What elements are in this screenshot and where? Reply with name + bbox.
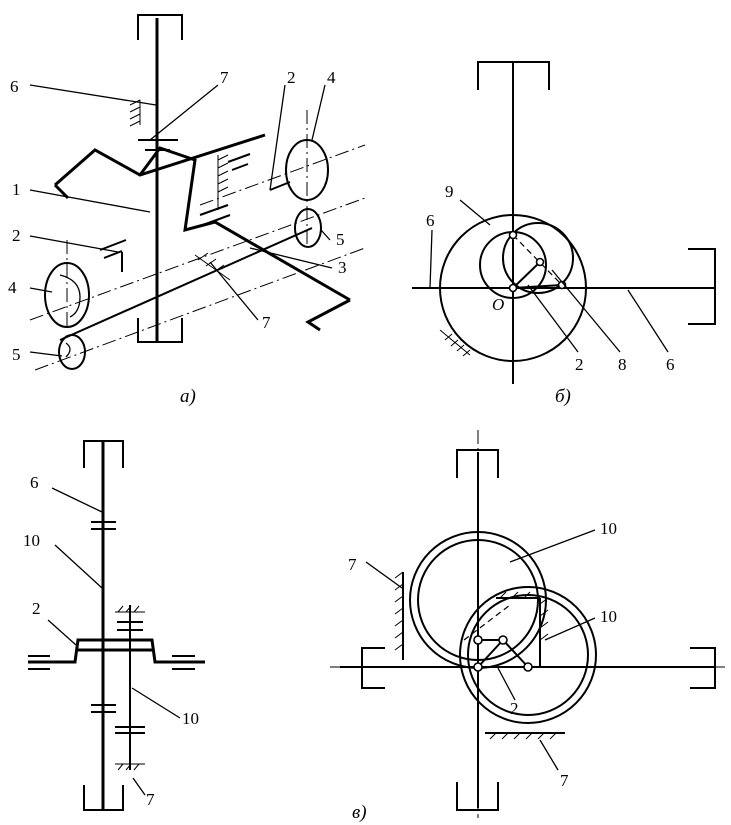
gear-5-right bbox=[294, 208, 322, 248]
bearing-lower bbox=[194, 252, 231, 281]
label-5-right: 5 bbox=[336, 230, 345, 249]
label-2-left: 2 bbox=[12, 226, 21, 245]
label-1: 1 bbox=[12, 180, 21, 199]
label-4-left: 4 bbox=[8, 278, 17, 297]
label-2: 2 bbox=[575, 355, 584, 374]
label-4-top: 4 bbox=[327, 68, 336, 87]
label-6: 6 bbox=[30, 473, 39, 492]
ring-10-lower bbox=[459, 586, 597, 724]
bearing-middle bbox=[199, 154, 231, 226]
label-6-left: 6 bbox=[426, 211, 435, 230]
panel-a-mechanism: 6 7 2 4 1 2 5 3 4 7 5 а) bbox=[8, 14, 366, 407]
label-3: 3 bbox=[338, 258, 347, 277]
panel-v-right-mechanism: 10 7 10 2 7 в) bbox=[330, 430, 725, 823]
caption-a: а) bbox=[180, 386, 196, 407]
label-2: 2 bbox=[510, 699, 519, 718]
label-10-bottom: 10 bbox=[182, 709, 199, 728]
circle-link bbox=[502, 222, 574, 294]
label-7-bottom: 7 bbox=[262, 313, 271, 332]
gear-4-left bbox=[44, 262, 90, 328]
caption-v: в) bbox=[352, 802, 367, 823]
label-10-top: 10 bbox=[600, 519, 617, 538]
label-7: 7 bbox=[146, 790, 155, 809]
gear-5-left bbox=[58, 334, 86, 370]
label-2: 2 bbox=[32, 599, 41, 618]
label-O: O bbox=[492, 295, 504, 314]
label-8: 8 bbox=[618, 355, 627, 374]
label-7-top: 7 bbox=[220, 68, 229, 87]
label-6: 6 bbox=[10, 77, 19, 96]
label-7-bottom: 7 bbox=[560, 771, 569, 790]
caption-b: б) bbox=[555, 386, 571, 407]
circle-9 bbox=[439, 214, 587, 362]
label-7-left: 7 bbox=[348, 555, 357, 574]
panel-b-mechanism: 9 6 O 2 8 6 б) bbox=[412, 61, 716, 407]
label-10-top: 10 bbox=[23, 531, 40, 550]
label-2-top: 2 bbox=[287, 68, 296, 87]
label-6-right: 6 bbox=[666, 355, 675, 374]
panel-v-left-mechanism: 6 10 2 10 7 bbox=[23, 440, 205, 811]
label-5-left: 5 bbox=[12, 345, 21, 364]
label-10-right: 10 bbox=[600, 607, 617, 626]
bearing-upper bbox=[129, 99, 178, 151]
label-9: 9 bbox=[445, 182, 454, 201]
ground-hatching bbox=[439, 329, 471, 357]
